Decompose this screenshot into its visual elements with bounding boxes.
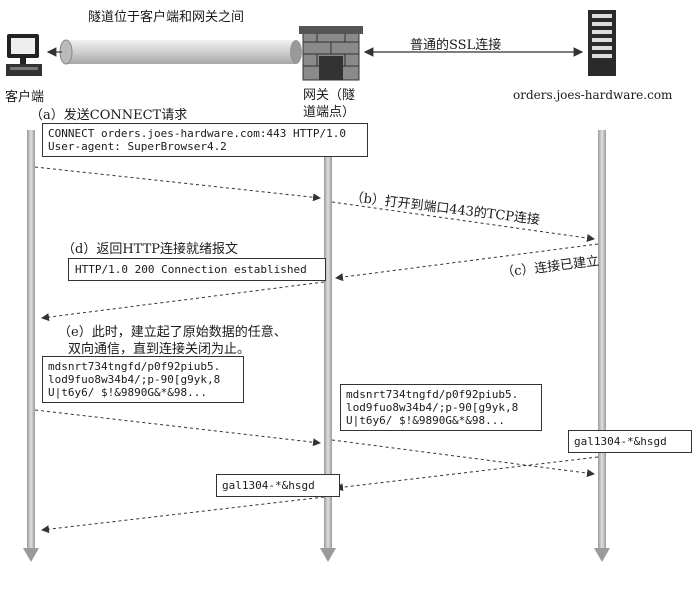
arrow-gateway-to-server-tcp: [331, 201, 595, 242]
client-data-line2: lod9fuo8w34b4/;p-90[g9yk,8: [48, 373, 221, 386]
gateway-data-line1: mdsnrt734tngfd/p0f92piub5.: [346, 388, 519, 401]
arrow-client-to-gateway-data: [34, 409, 321, 447]
connection-established-box: HTTP/1.0 200 Connection established: [68, 258, 326, 281]
arrow-gateway-to-server-data: [331, 439, 595, 478]
brick-gateway-icon: [299, 26, 363, 81]
arrow-gateway-to-client-reply: [41, 496, 325, 534]
connect-request-line2: User-agent: SuperBrowser4.2: [48, 140, 227, 153]
gateway-data-box: mdsnrt734tngfd/p0f92piub5.lod9fuo8w34b4/…: [340, 384, 542, 431]
server-lifeline: [594, 130, 610, 562]
server-label: orders.joes-hardware.com: [513, 88, 673, 102]
step-e-label-line1: （e）此时，建立起了原始数据的任意、: [58, 325, 287, 340]
computer-icon: [6, 34, 42, 76]
tunnel-label: 隧道位于客户端和网关之间: [88, 10, 245, 25]
server-reply-box: gal1304-*&hsgd: [568, 430, 692, 453]
tunnel-tube-icon: [59, 39, 302, 65]
gateway-reply-box: gal1304-*&hsgd: [216, 474, 340, 497]
client-data-box: mdsnrt734tngfd/p0f92piub5.lod9fuo8w34b4/…: [42, 356, 244, 403]
arrow-server-to-gateway-established: [335, 243, 599, 282]
client-data-line1: mdsnrt734tngfd/p0f92piub5.: [48, 360, 221, 373]
arrow-gateway-to-client-ready: [41, 281, 325, 322]
arrow-server-to-gateway-reply: [335, 456, 599, 492]
gateway-data-line2: lod9fuo8w34b4/;p-90[g9yk,8: [346, 401, 519, 414]
step-d-label: （d）返回HTTP连接就绪报文: [62, 242, 238, 257]
client-lifeline: [23, 130, 39, 562]
gateway-data-line3: U|t6y6/ $!&9890G&*&98...: [346, 414, 505, 427]
server-icon: [588, 10, 616, 76]
gateway-label-line2: 道端点）: [303, 105, 356, 120]
step-e-label-line2: 双向通信，直到连接关闭为止。: [68, 342, 251, 357]
gateway-lifeline: [320, 130, 336, 562]
connect-request-line1: CONNECT orders.joes-hardware.com:443 HTT…: [48, 127, 347, 140]
connect-request-box: CONNECT orders.joes-hardware.com:443 HTT…: [42, 123, 368, 157]
step-a-label: （a）发送CONNECT请求: [30, 108, 188, 123]
client-data-line3: U|t6y6/ $!&9890G&*&98...: [48, 386, 207, 399]
gateway-label-line1: 网关（隧: [303, 88, 356, 103]
ssl-connection-label: 普通的SSL连接: [410, 38, 502, 53]
arrow-client-to-gateway-connect: [34, 166, 321, 202]
client-label: 客户端: [5, 90, 45, 105]
